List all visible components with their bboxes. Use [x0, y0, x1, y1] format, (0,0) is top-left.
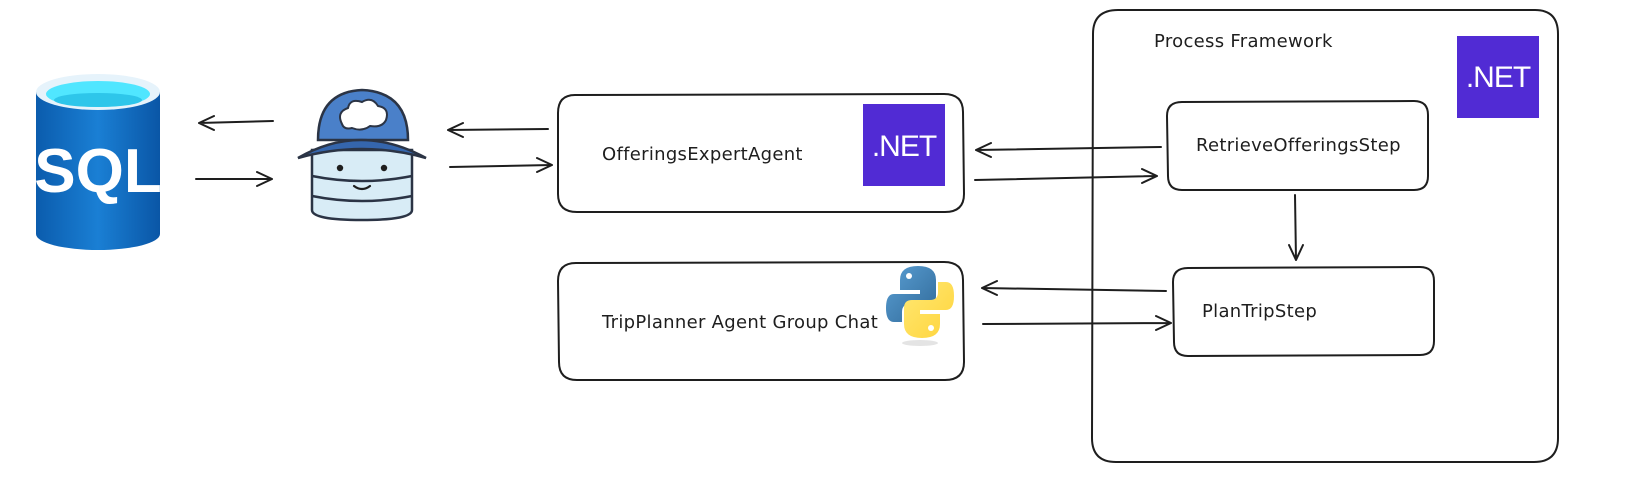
tripplanner-to-plan-step-arrows: [981, 280, 1172, 331]
tripplanner-agent-group-chat-box: TripPlanner Agent Group Chat: [557, 261, 965, 381]
offerings-agent-label: OfferingsExpertAgent: [602, 144, 803, 165]
retrieve-to-plan-arrow: [1288, 194, 1304, 261]
sql-to-mascot-arrows: [195, 115, 274, 187]
mascot-to-agent-arrows: [447, 122, 553, 173]
plan-trip-step-box: PlanTripStep: [1172, 266, 1435, 357]
sql-label: SQL: [34, 137, 161, 206]
agent-to-retrieve-step-arrows: [974, 142, 1162, 184]
offerings-expert-agent-box: OfferingsExpertAgent .NET: [557, 93, 965, 213]
database-mascot-icon: [297, 88, 427, 222]
process-framework-container: Process Framework .NET RetrieveOfferings…: [1091, 9, 1559, 463]
python-logo-icon: [886, 266, 954, 346]
dotnet-badge-text: .NET: [872, 130, 937, 163]
retrieve-offerings-step-box: RetrieveOfferingsStep: [1166, 100, 1429, 191]
sql-database-icon: SQL: [34, 74, 162, 250]
retrieve-offerings-step-label: RetrieveOfferingsStep: [1196, 135, 1401, 156]
process-framework-dotnet-badge-text: .NET: [1466, 61, 1531, 94]
process-framework-title: Process Framework: [1154, 31, 1333, 52]
dotnet-badge: .NET: [863, 104, 945, 186]
tripplanner-label: TripPlanner Agent Group Chat: [601, 312, 878, 333]
process-framework-dotnet-badge: .NET: [1457, 36, 1539, 118]
plan-trip-step-label: PlanTripStep: [1202, 301, 1317, 322]
